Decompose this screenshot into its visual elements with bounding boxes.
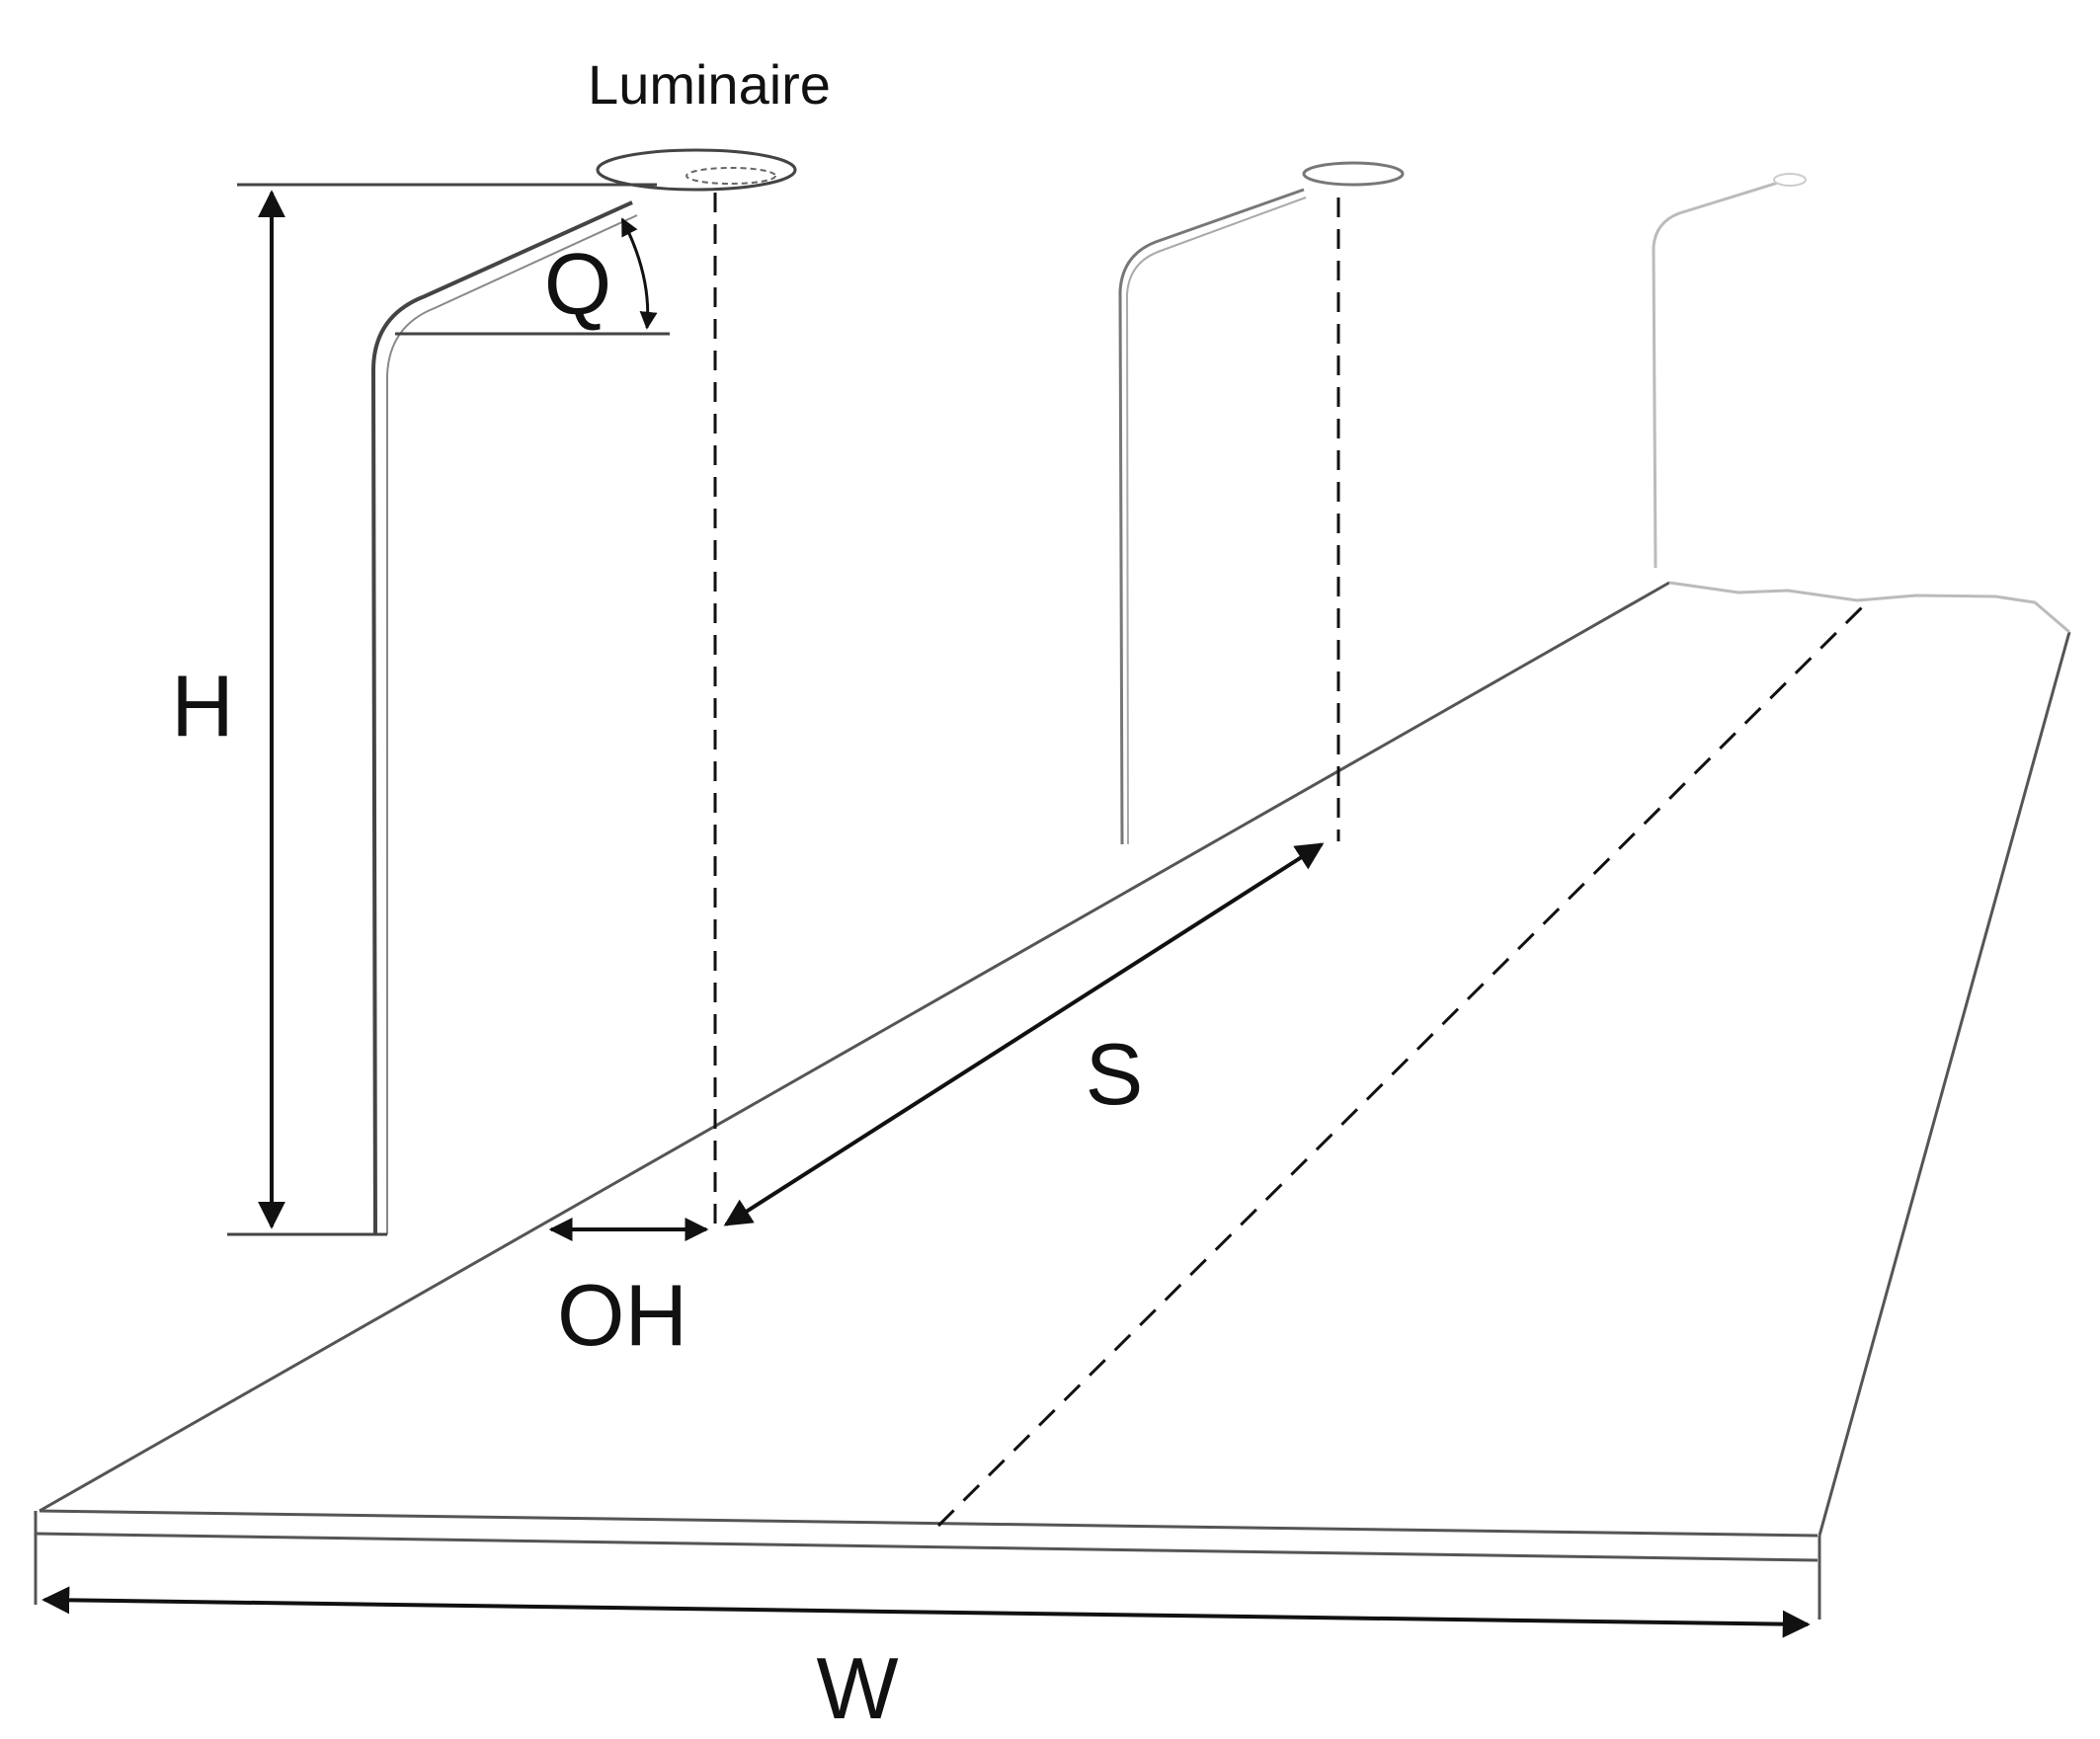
height-dimension: H <box>171 183 657 1229</box>
road-right-edge <box>1817 631 2071 1537</box>
road-near-edge-line <box>39 1509 1818 1538</box>
width-arrow <box>41 1586 1811 1638</box>
spacing-dimension: S <box>723 842 1325 1226</box>
road-near-edge-thickness <box>35 1532 1818 1562</box>
pole-shaft <box>1118 188 1305 845</box>
pole-shaft-inner <box>386 214 638 1234</box>
pole-shaft-inner <box>1125 197 1307 845</box>
width-label: W <box>816 1639 898 1737</box>
street-light-pole-far <box>1652 173 1807 569</box>
pole-shaft <box>1652 181 1779 569</box>
luminaire-head <box>1773 173 1807 187</box>
street-light-pole-middle <box>1118 161 1405 845</box>
height-label: H <box>171 657 234 754</box>
overhang-dimension: OH <box>548 1218 709 1364</box>
overhang-label: OH <box>557 1266 687 1364</box>
road-left-edge <box>39 581 1670 1513</box>
luminaire-label: Luminaire <box>588 53 831 116</box>
angle-arc-arrow <box>620 217 658 330</box>
road-surface <box>34 581 2071 1620</box>
luminaire-head <box>1302 161 1405 187</box>
pole-shaft <box>370 200 633 1235</box>
tilt-angle-label: Q <box>544 235 611 333</box>
spacing-label: S <box>1086 1025 1144 1123</box>
street-light-pole-near <box>227 148 797 1236</box>
lane-center-dashed-line <box>936 600 1869 1528</box>
width-dimension: W <box>41 1586 1811 1737</box>
luminaire-lens <box>686 167 776 185</box>
spacing-arrow <box>723 842 1325 1226</box>
tilt-angle-dimension: Q <box>395 217 670 336</box>
road-far-end <box>1668 581 2070 634</box>
